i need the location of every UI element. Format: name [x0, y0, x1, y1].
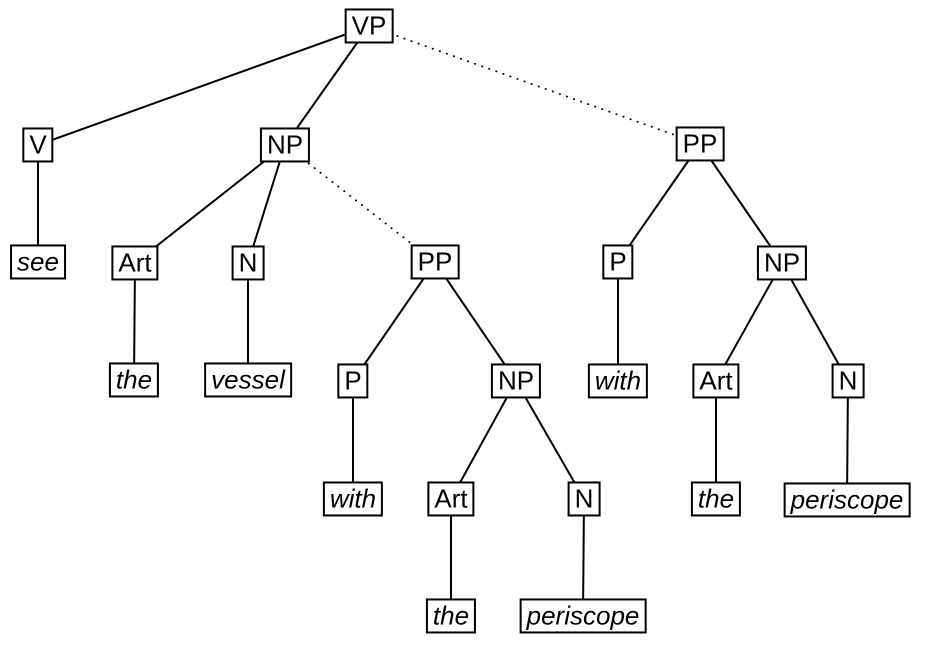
node-art-left: Art [111, 245, 159, 281]
edge-pp-right-p-right [617, 143, 701, 263]
edge-pp-mid-p-mid [352, 261, 436, 382]
edge-art-left-the-left [133, 262, 136, 381]
leaf-see: see [10, 244, 66, 280]
edge-vp-v [37, 25, 370, 146]
node-v: V [22, 127, 54, 163]
leaf-vessel: vessel [204, 362, 292, 398]
node-pp-mid: PP [410, 244, 460, 280]
edge-np-left-n-left [247, 144, 286, 264]
edge-vp-np-left [284, 25, 370, 146]
leaf-with-right: with [587, 363, 649, 399]
edge-np-right-art-right [715, 262, 783, 382]
leaf-the-mid: the [425, 598, 477, 634]
node-p-right: P [602, 244, 634, 280]
edge-np-left-pp-mid-dotted [284, 144, 436, 263]
leaf-with-mid: with [322, 481, 384, 517]
node-pp-right: PP [675, 126, 725, 162]
node-np-left: NP [259, 127, 311, 163]
edge-np-right-n-right [781, 262, 849, 382]
leaf-the-left: the [108, 362, 160, 398]
node-art-mid: Art [427, 481, 475, 517]
node-art-right: Art [692, 363, 740, 399]
edge-n-mid-periscope-mid [582, 498, 585, 617]
node-p-mid: P [337, 363, 369, 399]
node-n-right: N [831, 363, 865, 399]
edge-n-right-periscope-right [846, 380, 849, 501]
node-n-mid: N [567, 481, 601, 517]
edge-np-mid-art-mid [450, 380, 517, 500]
edge-pp-mid-np-mid [434, 261, 517, 382]
edge-pp-right-np-right [699, 143, 783, 264]
node-n-left: N [231, 245, 265, 281]
edge-vp-pp-right-dotted [368, 25, 701, 145]
node-vp: VP [344, 8, 394, 44]
leaf-periscope-right: periscope [783, 482, 911, 518]
node-np-right: NP [756, 245, 808, 281]
edge-np-left-art-left [134, 144, 286, 264]
edge-np-mid-n-mid [515, 380, 585, 500]
node-np-mid: NP [490, 363, 542, 399]
leaf-the-right: the [690, 481, 742, 517]
leaf-periscope-mid: periscope [519, 598, 647, 634]
